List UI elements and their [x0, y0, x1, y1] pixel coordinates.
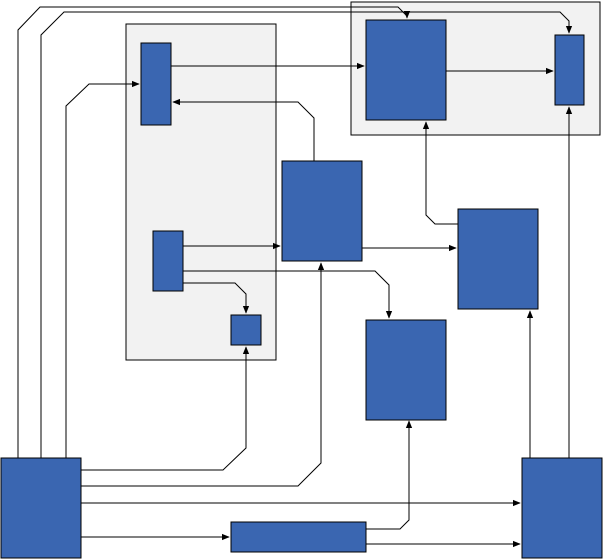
edge-b-to-c [183, 282, 250, 314]
edge-i-to-a [65, 80, 140, 458]
node-j-bottom-center-wide[interactable] [230, 521, 367, 553]
node-d-top-right-large[interactable] [365, 19, 447, 121]
edge-i-to-d [17, 6, 411, 458]
edge-i-to-c [81, 346, 250, 471]
node-h-center-lower[interactable] [365, 319, 447, 421]
node-e-top-right-narrow[interactable] [554, 34, 585, 106]
edge-g-to-d [422, 121, 458, 225]
edge-j-to-h [366, 420, 413, 530]
node-k-bottom-right[interactable] [521, 457, 603, 559]
node-a-tall-left[interactable] [140, 42, 172, 126]
node-f-center[interactable] [281, 160, 363, 262]
edge-i-to-e [40, 11, 573, 458]
node-c-tiny-left[interactable] [230, 314, 262, 346]
node-i-bottom-left[interactable] [0, 457, 82, 559]
nodes [0, 19, 603, 559]
edge-b-to-h [183, 270, 393, 319]
edge-i-to-f [81, 262, 325, 487]
edge-f-to-a [172, 98, 315, 161]
edges [17, 6, 573, 548]
node-g-right-middle[interactable] [457, 208, 539, 310]
node-b-small-left[interactable] [152, 230, 184, 292]
